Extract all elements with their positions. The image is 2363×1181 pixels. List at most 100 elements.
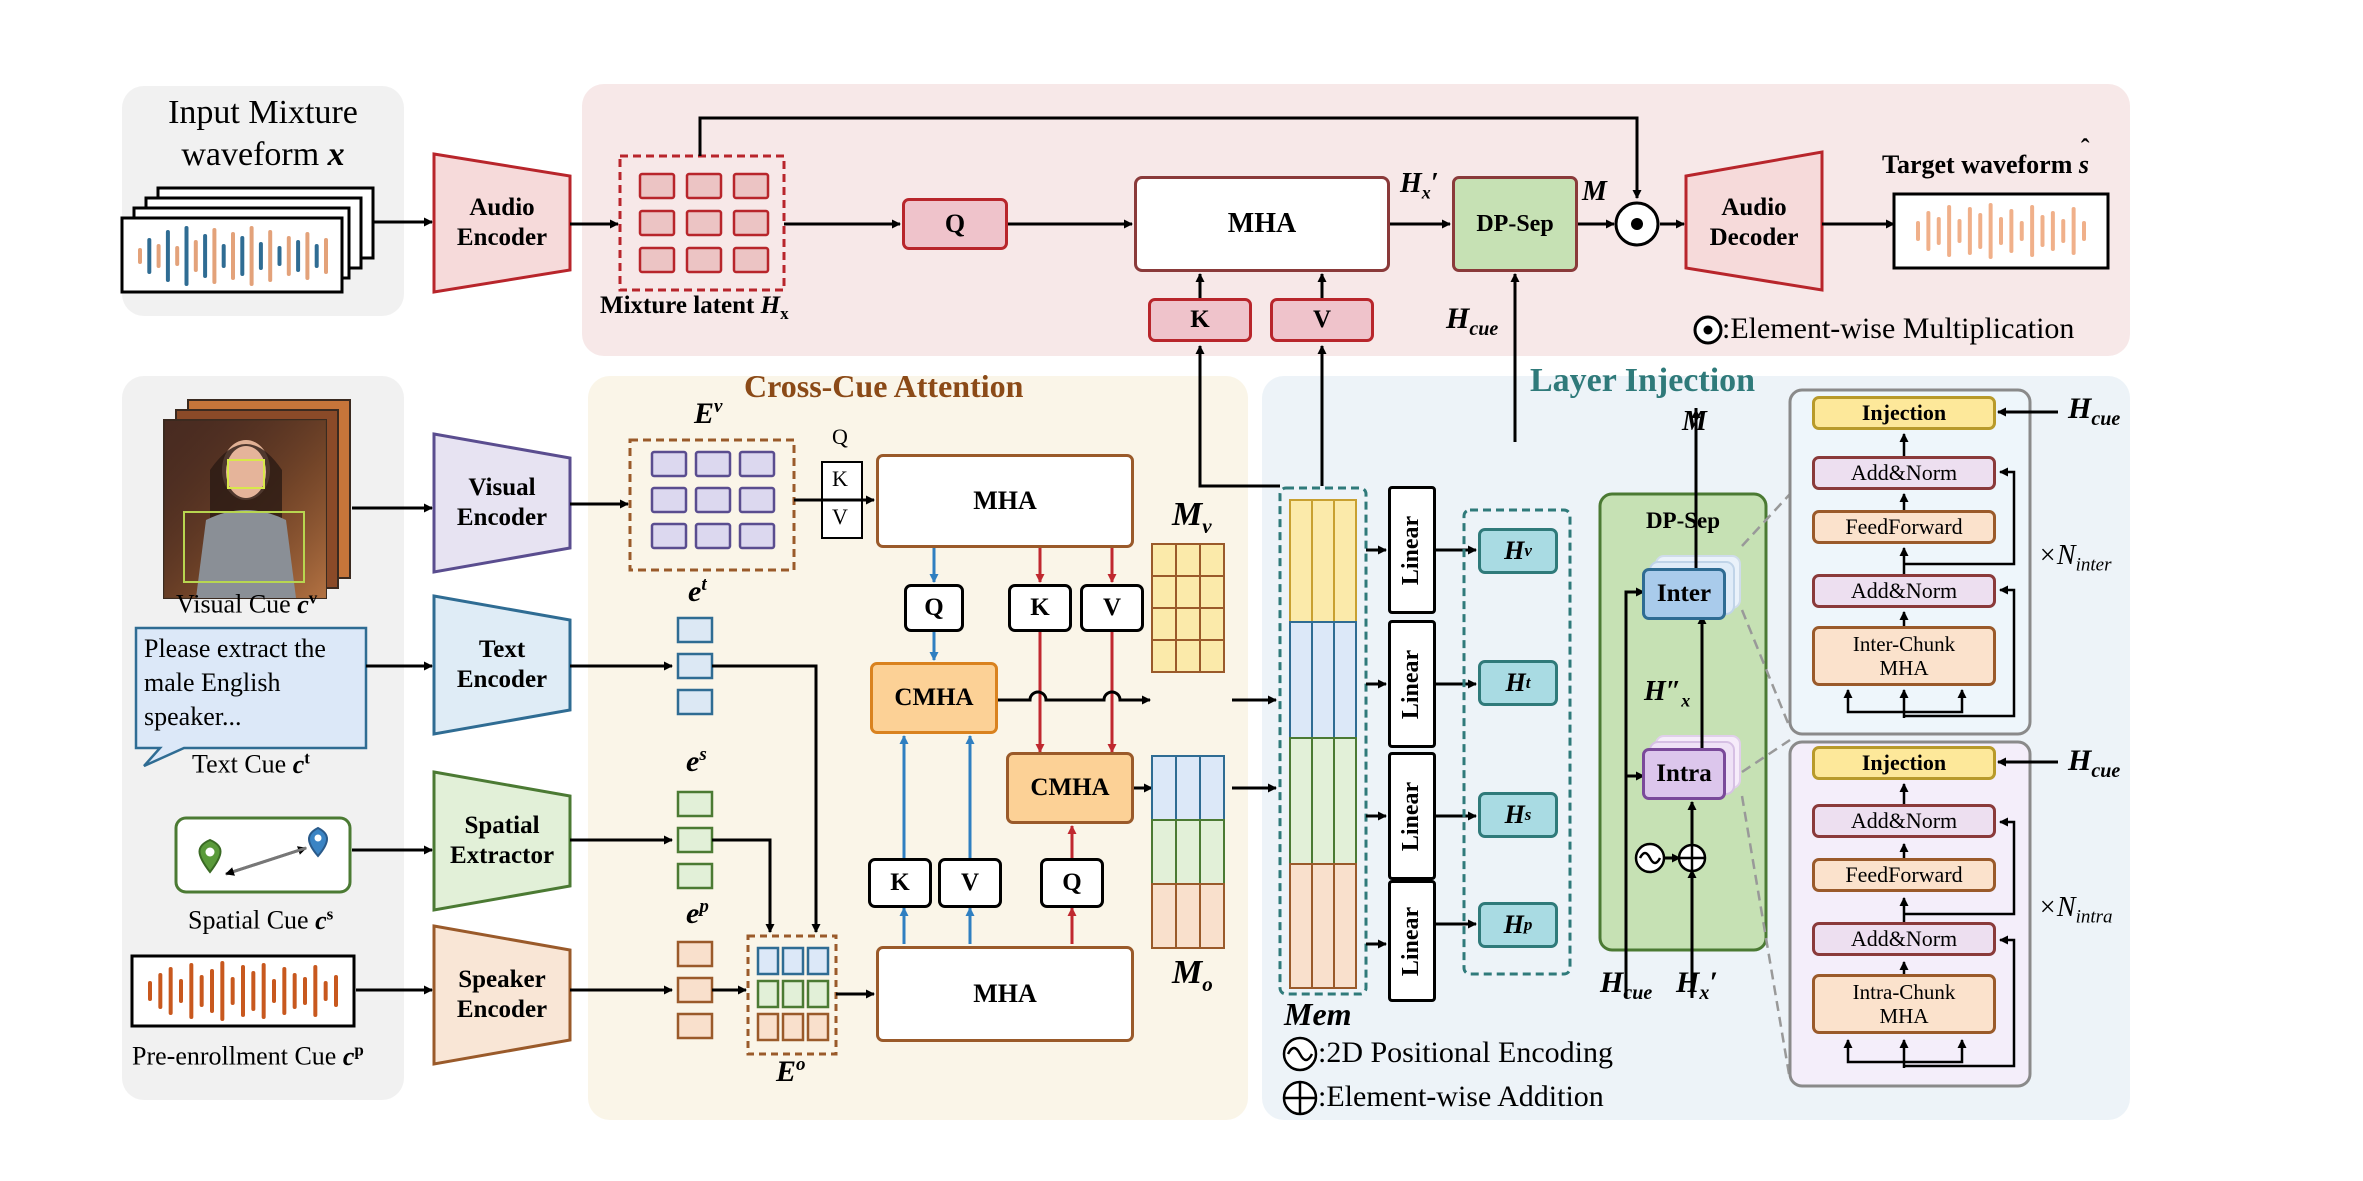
times-n-inter-label: ×Ninter (2038, 540, 2112, 576)
intra-box: Intra (1642, 748, 1726, 800)
fused-embedding-cell (781, 979, 805, 1009)
audio-encoder-label: Audio Encoder (456, 194, 548, 251)
et-label: et (688, 574, 707, 608)
inter-injection-box: Injection (1812, 396, 1996, 430)
mo-cell (1199, 819, 1225, 885)
bottom-hx-label: Hx′ (1676, 966, 1718, 1004)
cross-v1-box: V (1080, 584, 1144, 632)
audio-encoder-shape (432, 152, 572, 294)
mem-cell (1289, 863, 1313, 989)
fused-embedding-cell (781, 1012, 805, 1042)
cue-embedding-cell (676, 976, 714, 1004)
top-v-box: V (1270, 298, 1374, 342)
inject-m-label: M (1682, 406, 1707, 437)
mv-cell (1175, 543, 1201, 577)
pre-enrollment-cue-label: Pre-enrollment Cue cp (132, 1040, 364, 1071)
mo-cell (1199, 883, 1225, 949)
spatial-cue-label: Spatial Cue cs (188, 904, 334, 935)
mv-cell (1151, 543, 1177, 577)
top-k-box: K (1148, 298, 1252, 342)
inter-addnorm-top-box: Add&Norm (1812, 456, 1996, 490)
cross-v2-box: V (938, 858, 1002, 908)
text-encoder-shape (432, 594, 572, 736)
legend-multiplication: :Element-wise Multiplication (1722, 312, 2075, 345)
top-m-label: M (1582, 176, 1607, 207)
audio-decoder-label: Audio Decoder (1709, 194, 1799, 251)
mem-cell (1311, 621, 1335, 739)
block-arrow (1904, 585, 2016, 718)
layer-injection-title: Layer Injection (1530, 362, 1756, 399)
fused-embedding-cell (756, 946, 780, 976)
mem-cell (1333, 737, 1357, 865)
visual-cue-frames (163, 399, 351, 599)
mo-cell (1199, 755, 1225, 821)
intra-feedforward-box: FeedForward (1812, 858, 1996, 892)
cross-q2-box: Q (1040, 858, 1104, 908)
mixture-latent-cell (685, 172, 723, 200)
intra-injection-box: Injection (1812, 746, 1996, 780)
inter-box: Inter (1642, 568, 1726, 620)
mixture-latent-cell (638, 209, 676, 237)
mv-cell (1175, 607, 1201, 641)
inter-addnorm-bottom-box: Add&Norm (1812, 574, 1996, 608)
mixture-latent-cell (732, 172, 770, 200)
mv-cell (1175, 575, 1201, 609)
visual-cue-label: Visual Cue cv (176, 588, 318, 619)
cue-embedding-cell (676, 940, 714, 968)
audio-decoder-shape (1684, 150, 1824, 292)
mv-cell (1199, 575, 1225, 609)
mem-cell (1333, 863, 1357, 989)
text-cue-bubble: Please extract the male English speaker.… (144, 634, 326, 731)
block-arrow (1904, 1039, 1967, 1064)
mixture-latent-label: Mixture latent Hx (600, 292, 789, 323)
mv-label: Mv (1172, 496, 1212, 538)
cross-mha-top-box: MHA (876, 454, 1134, 548)
mixture-latent-cell (638, 246, 676, 274)
visual-encoder-label: Visual Encoder (456, 474, 548, 531)
cue-embedding-cell (676, 688, 714, 716)
top-dpsep-box: DP-Sep (1452, 176, 1578, 272)
mem-cell (1289, 499, 1313, 623)
inter-hcue-label: Hcue (2068, 392, 2121, 430)
fused-embedding-cell (756, 1012, 780, 1042)
cue-embedding-cell (676, 790, 714, 818)
hxx-label: H″x (1644, 676, 1691, 711)
cue-embedding-cell (676, 652, 714, 680)
block-arrow (1843, 689, 1904, 714)
top-q-box: Q (902, 198, 1008, 250)
speaker-encoder-shape (432, 924, 572, 1066)
fused-embedding-cell (806, 1012, 830, 1042)
mem-cell (1311, 499, 1335, 623)
mv-cell (1175, 639, 1201, 673)
cross-cue-title: Cross-Cue Attention (744, 368, 1024, 404)
fused-embedding-cell (806, 979, 830, 1009)
mem-cell (1289, 621, 1313, 739)
inter-feedforward-box: FeedForward (1812, 510, 1996, 544)
cross-mha-bottom-box: MHA (876, 946, 1134, 1042)
mixture-latent-cell (638, 172, 676, 200)
block-arrow (1904, 689, 1967, 714)
intra-hcue-label: Hcue (2068, 744, 2121, 782)
input-waveform-stack (120, 186, 375, 294)
small-q-label: Q (832, 424, 848, 449)
mo-cell (1151, 819, 1177, 885)
fused-embedding-cell (756, 979, 780, 1009)
cross-cmha1-box: CMHA (870, 662, 998, 734)
text-encoder-label: Text Encoder (456, 636, 548, 693)
visual-embedding-cell (694, 486, 732, 514)
visual-encoder-shape (432, 432, 572, 574)
mv-cell (1151, 639, 1177, 673)
mo-cell (1175, 819, 1201, 885)
visual-embedding-cell (694, 522, 732, 550)
mo-label: Mo (1172, 954, 1213, 996)
mixture-latent-cell (732, 209, 770, 237)
text-cue-label: Text Cue ct (192, 748, 310, 779)
cue-embedding-cell (676, 1012, 714, 1040)
